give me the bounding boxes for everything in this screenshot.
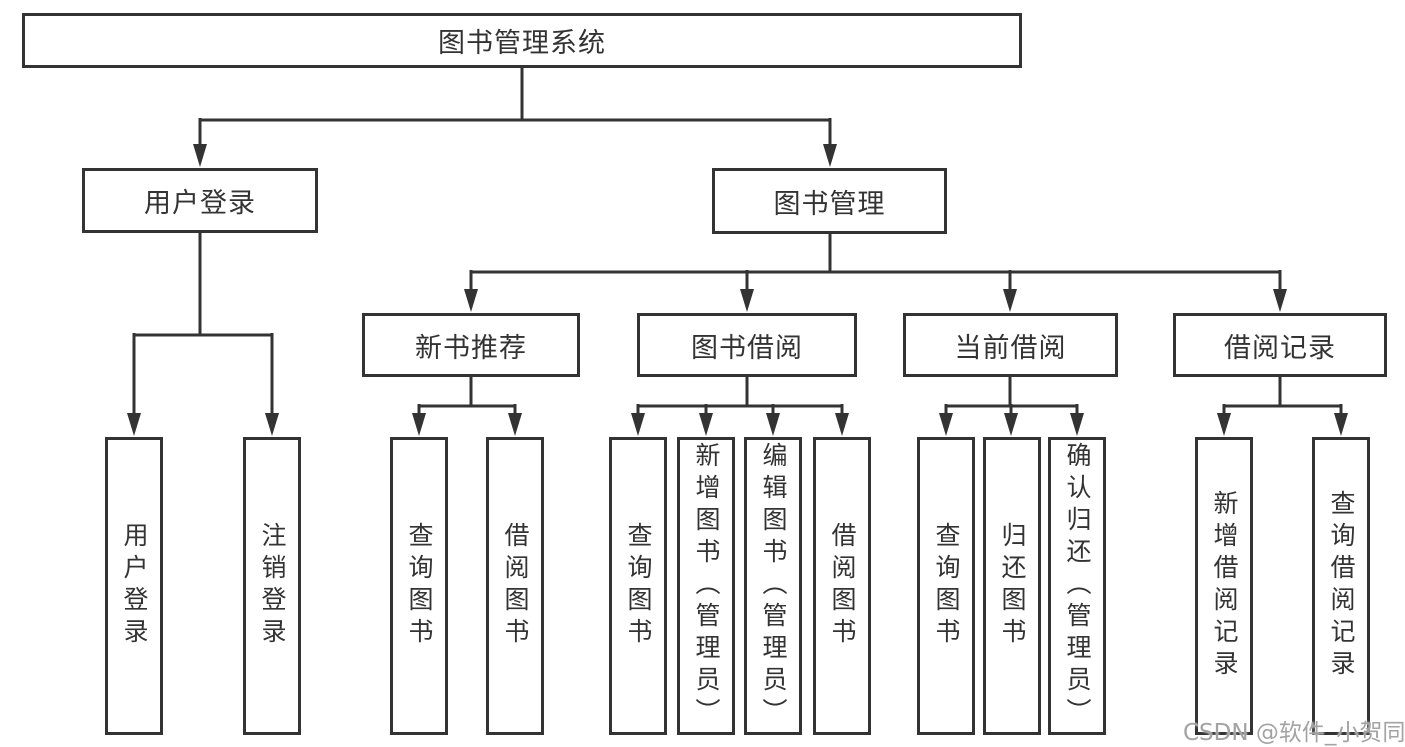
- csdn-watermark: CSDN @软件_小贺同学: [1183, 720, 1405, 746]
- leaf-return-book: 归还图书: [983, 437, 1041, 735]
- leaf-add-book-admin: 新增图书（管理员）: [677, 437, 735, 735]
- leaf-borrow-books-recommend: 借阅图书: [486, 437, 544, 735]
- node-user-login: 用户登录: [82, 168, 318, 233]
- leaf-query-books-borrowing: 查询图书: [609, 437, 667, 735]
- node-book-management: 图书管理: [712, 168, 947, 234]
- leaf-user-login: 用户登录: [105, 437, 163, 735]
- node-borrowing-records: 借阅记录: [1173, 313, 1387, 377]
- node-current-borrowing: 当前借阅: [903, 313, 1118, 377]
- leaf-query-books-recommend: 查询图书: [390, 437, 448, 735]
- leaf-logout: 注销登录: [243, 437, 301, 735]
- node-root-library-management-system: 图书管理系统: [22, 13, 1022, 68]
- leaf-confirm-return-admin: 确认归还（管理员）: [1048, 437, 1106, 735]
- node-new-book-recommendation: 新书推荐: [362, 313, 580, 377]
- leaf-query-borrow-record: 查询借阅记录: [1312, 437, 1370, 735]
- leaf-add-borrow-record: 新增借阅记录: [1195, 437, 1253, 735]
- node-book-borrowing: 图书借阅: [637, 313, 857, 377]
- leaf-query-books-current: 查询图书: [917, 437, 975, 735]
- arrowheads: [127, 144, 1348, 436]
- leaf-borrow-books-borrowing: 借阅图书: [813, 437, 871, 735]
- leaf-edit-book-admin: 编辑图书（管理员）: [744, 437, 802, 735]
